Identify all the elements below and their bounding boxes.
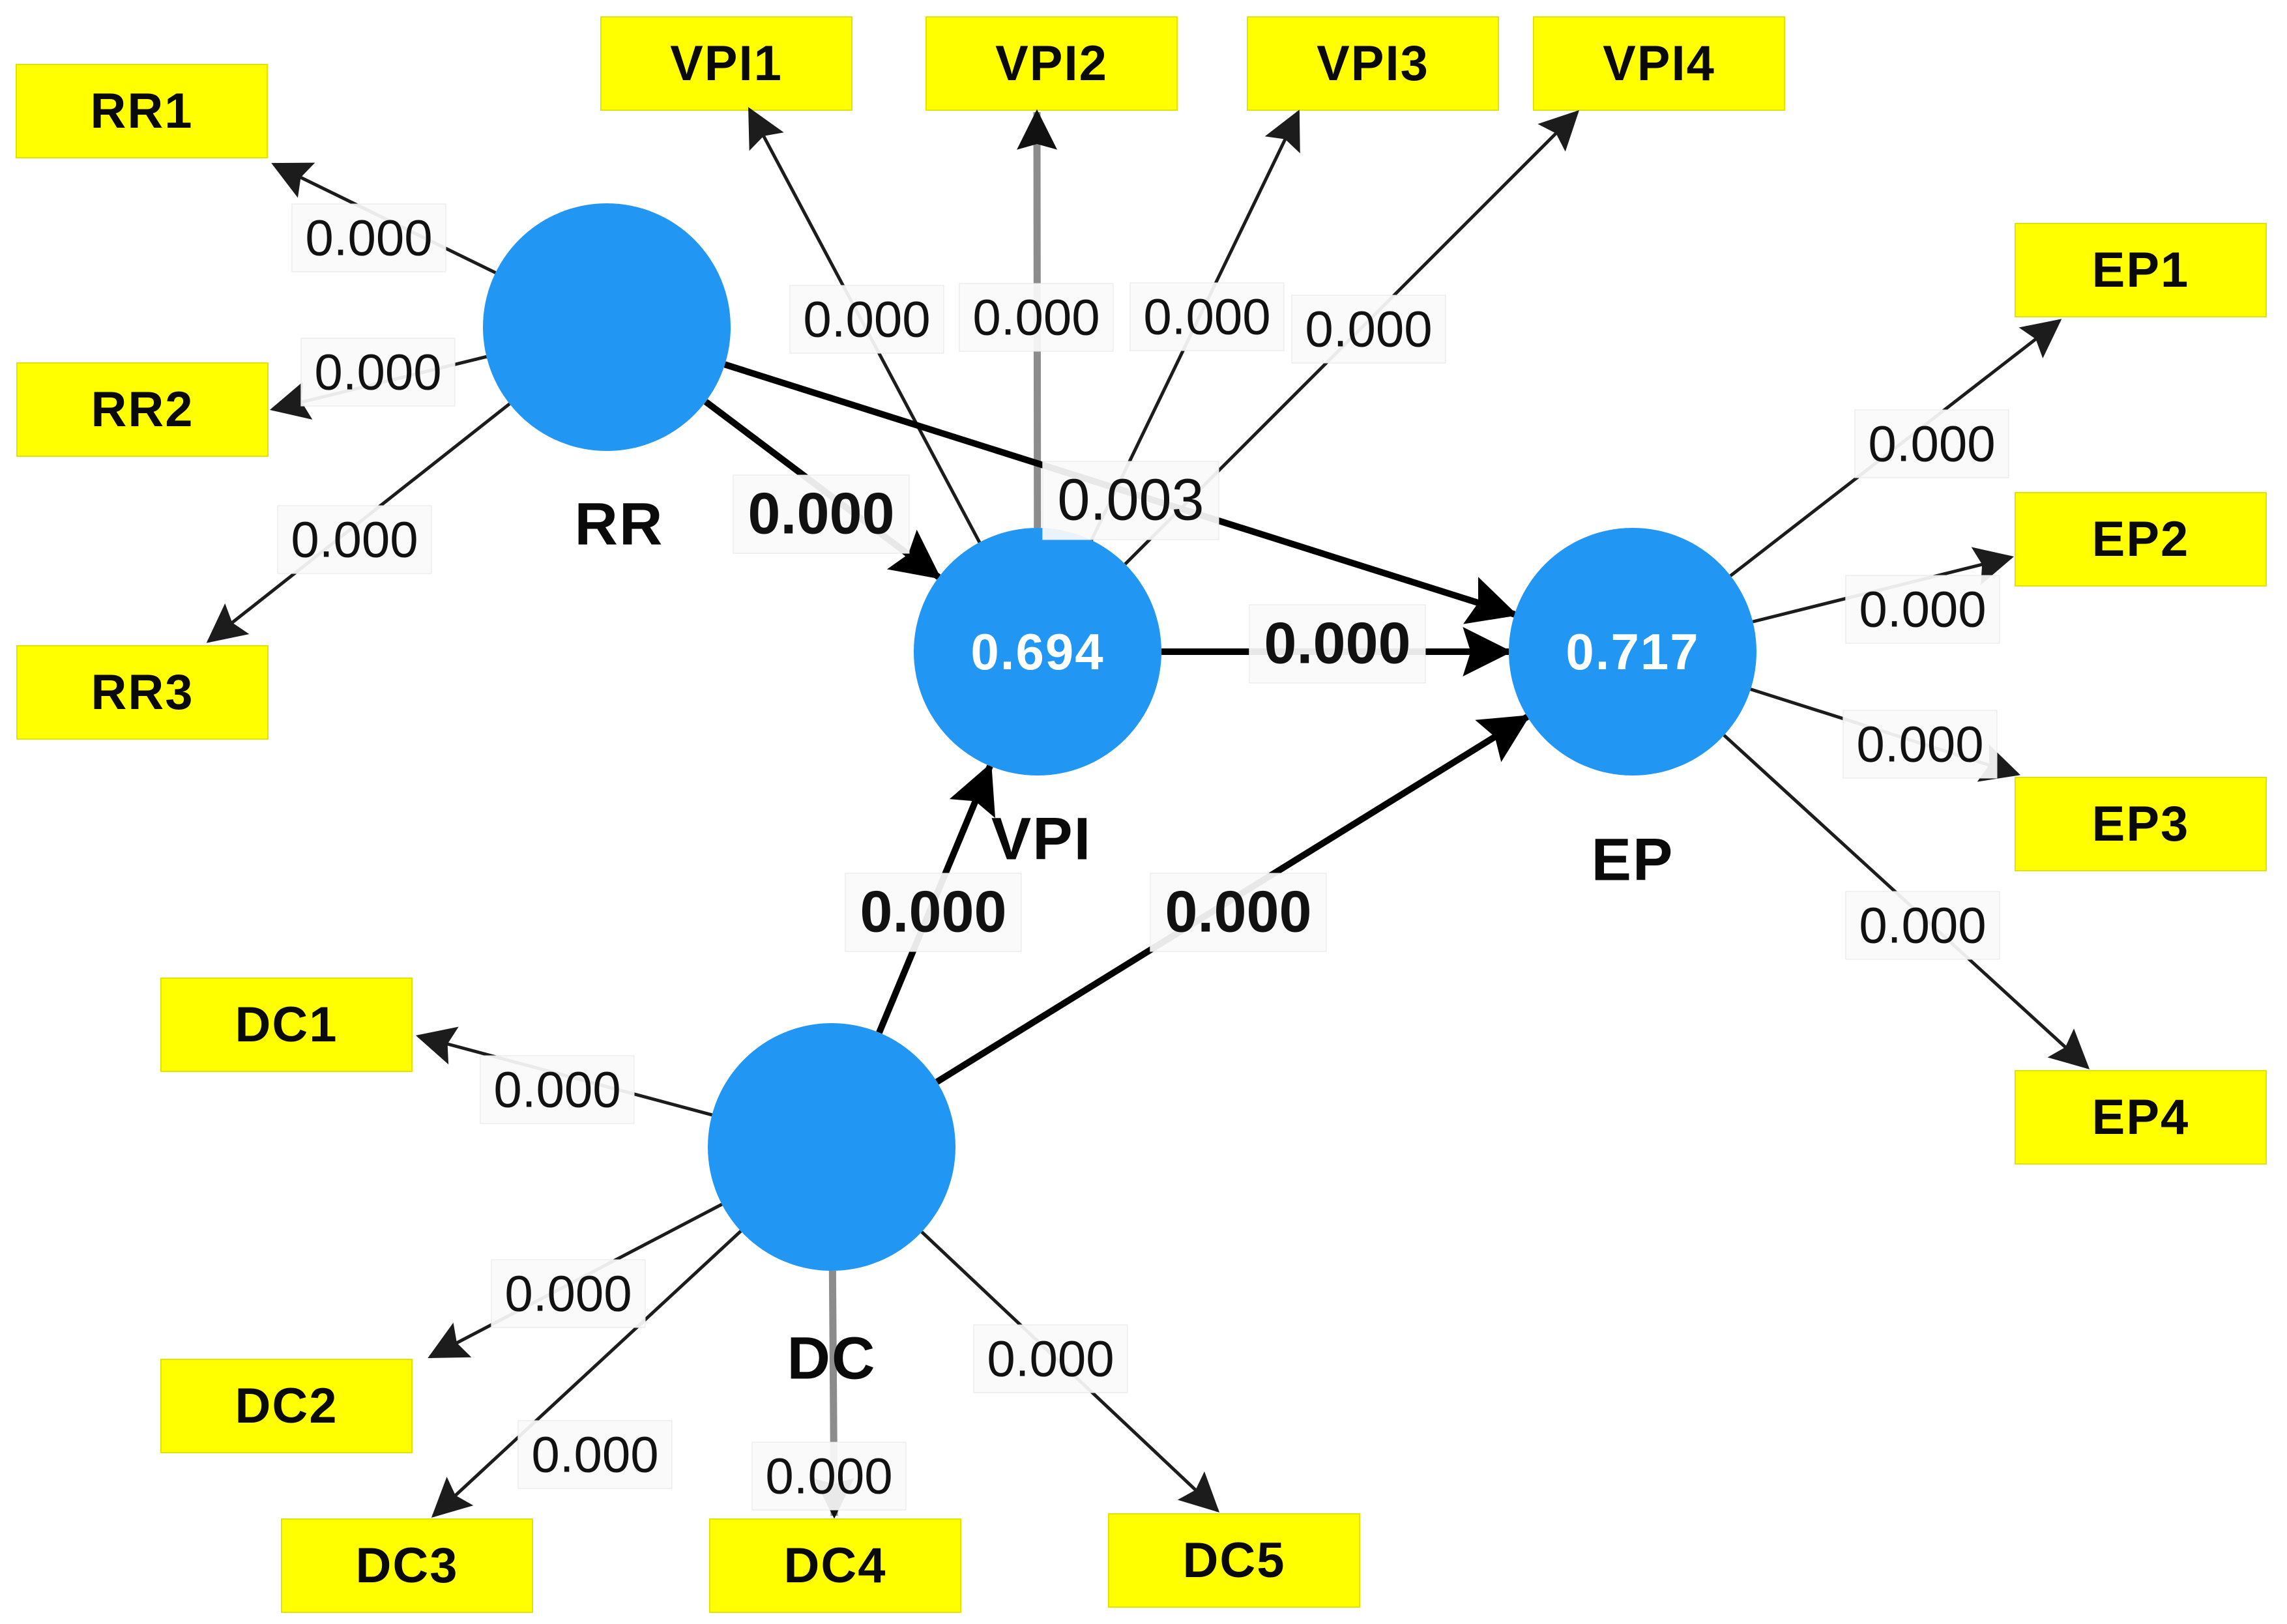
- latent-node-EP[interactable]: 0.717: [1509, 528, 1756, 776]
- loading-label-VPI2: 0.000: [959, 283, 1114, 352]
- path-coefficient-label-RR-EP: 0.003: [1042, 461, 1219, 540]
- indicator-box-EP4[interactable]: EP4: [2015, 1070, 2267, 1165]
- loading-label-DC5: 0.000: [973, 1324, 1128, 1393]
- latent-value-EP: 0.717: [1566, 622, 1700, 680]
- indicator-box-DC5[interactable]: DC5: [1108, 1513, 1360, 1608]
- loading-label-EP2: 0.000: [1845, 575, 2000, 644]
- latent-node-VPI[interactable]: 0.694: [914, 528, 1161, 776]
- path-coefficient-label-DC-VPI: 0.000: [845, 873, 1022, 952]
- path-coefficient-label-VPI-EP: 0.000: [1249, 604, 1426, 684]
- loading-label-RR2: 0.000: [300, 338, 456, 407]
- indicator-box-DC1[interactable]: DC1: [160, 978, 413, 1072]
- latent-label-DC: DC: [787, 1325, 877, 1392]
- loading-label-DC4: 0.000: [751, 1442, 907, 1511]
- indicator-box-RR3[interactable]: RR3: [16, 645, 269, 740]
- indicator-box-RR2[interactable]: RR2: [16, 362, 269, 457]
- latent-node-DC[interactable]: [708, 1023, 955, 1271]
- loading-label-DC2: 0.000: [491, 1259, 646, 1328]
- path-coefficient-label-DC-EP: 0.000: [1150, 873, 1327, 952]
- loading-label-VPI3: 0.000: [1129, 282, 1285, 351]
- loading-label-EP4: 0.000: [1845, 891, 2000, 960]
- latent-label-VPI: VPI: [991, 805, 1092, 873]
- latent-label-EP: EP: [1591, 826, 1674, 893]
- indicator-box-VPI4[interactable]: VPI4: [1533, 16, 1785, 111]
- loading-label-VPI4: 0.000: [1291, 295, 1446, 364]
- latent-label-RR: RR: [574, 491, 664, 558]
- indicator-box-DC4[interactable]: DC4: [709, 1518, 961, 1613]
- loading-label-VPI1: 0.000: [789, 285, 944, 354]
- indicator-box-EP2[interactable]: EP2: [2015, 492, 2267, 587]
- edge-DC-DC3[interactable]: [431, 1230, 742, 1518]
- loading-label-EP3: 0.000: [1843, 710, 1998, 779]
- loading-label-DC1: 0.000: [480, 1055, 635, 1124]
- latent-node-RR[interactable]: [483, 203, 731, 451]
- loading-label-RR3: 0.000: [277, 505, 432, 574]
- indicator-box-VPI2[interactable]: VPI2: [925, 16, 1178, 111]
- indicator-box-VPI1[interactable]: VPI1: [600, 16, 852, 111]
- indicator-box-EP1[interactable]: EP1: [2015, 223, 2267, 317]
- indicator-box-VPI3[interactable]: VPI3: [1247, 16, 1499, 111]
- loading-label-DC3: 0.000: [517, 1420, 673, 1489]
- latent-value-VPI: 0.694: [970, 622, 1105, 680]
- indicator-box-RR1[interactable]: RR1: [16, 64, 268, 158]
- indicator-box-EP3[interactable]: EP3: [2015, 777, 2267, 871]
- path-coefficient-label-RR-VPI: 0.000: [733, 474, 910, 554]
- loading-label-EP1: 0.000: [1854, 409, 2009, 478]
- indicator-box-DC2[interactable]: DC2: [160, 1359, 413, 1453]
- indicator-box-DC3[interactable]: DC3: [281, 1518, 533, 1613]
- loading-label-RR1: 0.000: [291, 203, 446, 272]
